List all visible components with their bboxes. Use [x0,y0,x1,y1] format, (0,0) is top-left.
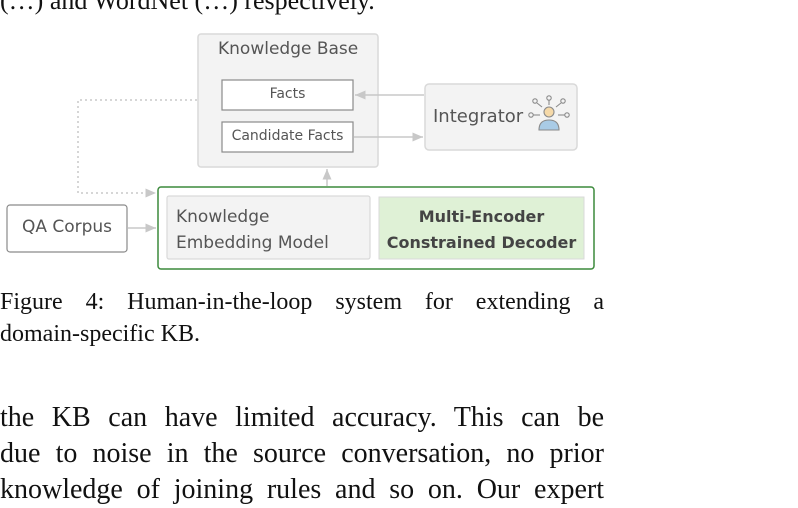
qa-corpus-box [6,204,128,253]
dotted-feedback-path [77,99,197,198]
caption-line-1: Figure 4: Human-in-the-loop system for e… [0,289,604,315]
embedding-model-box [166,195,371,260]
decoder-label: Multi-Encoder Constrained Decoder [379,204,584,256]
previous-paragraph-fragment: (…) and WordNet (…) respectively. [0,0,375,15]
candidate-facts-label: Candidate Facts [231,128,344,144]
body-line-2: due to noise in the source conversation,… [0,438,604,469]
system-diagram: Knowledge Base Facts Candidate Facts Int… [0,26,610,274]
candidate-facts-box [221,121,354,153]
embedding-line-1: Knowledge [176,207,270,227]
body-line-1: the KB can have limited accuracy. This c… [0,402,604,433]
body-line-3: knowledge of joining rules and so on. Ou… [0,474,604,505]
figure-caption: Figure 4: Human-in-the-loop system for e… [0,286,604,350]
facts-label: Facts [269,86,306,102]
embedding-model-label: Knowledge Embedding Model [176,204,329,256]
decoder-line-2: Constrained Decoder [386,233,577,252]
integrator-box [424,83,578,151]
qa-corpus-label: QA Corpus [21,217,113,237]
knowledge-base-label: Knowledge Base [218,39,359,59]
diagram-canvas [6,33,595,270]
decoder-box [378,196,585,260]
decoder-line-1: Multi-Encoder [418,207,545,226]
embedding-line-2: Embedding Model [176,233,329,253]
person-network-icon [528,95,570,131]
facts-box [221,79,354,111]
body-paragraph: the KB can have limited accuracy. This c… [0,400,604,508]
integrator-label: Integrator [433,106,524,127]
caption-line-2: domain-specific KB. [0,321,200,347]
